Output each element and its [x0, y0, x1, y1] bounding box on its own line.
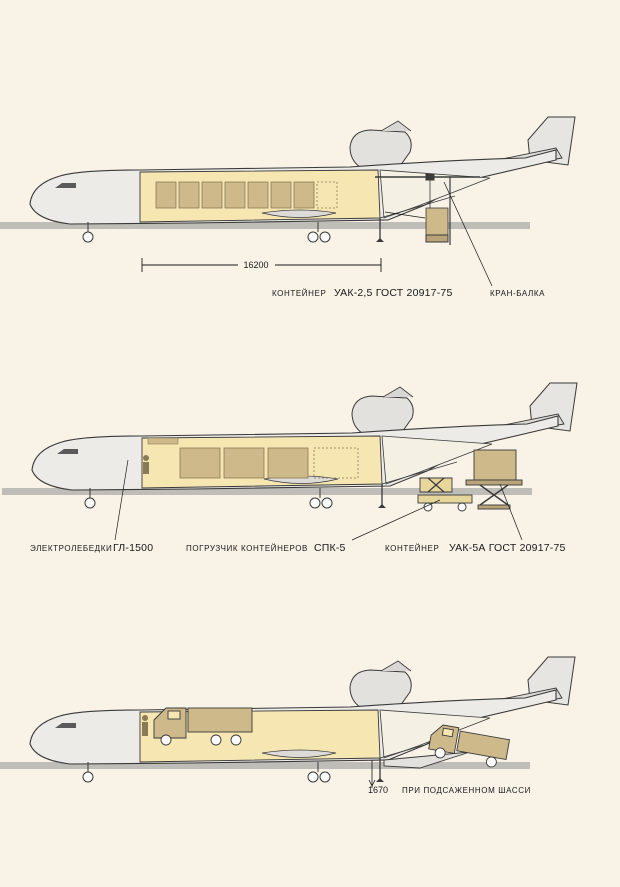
truck-inside — [153, 707, 253, 746]
container-2-label-main: УАК-5А ГОСТ 20917-75 — [449, 542, 566, 554]
dimension-label-1670: 1670 — [368, 785, 388, 795]
loader-label-prefix: ПОГРУЗЧИК КОНТЕЙНЕРОВ — [186, 544, 308, 553]
container — [201, 181, 223, 209]
container — [247, 181, 269, 209]
container — [267, 447, 309, 479]
leader-container-2 — [499, 483, 523, 541]
kneel-label: ПРИ ПОДСАЖЕННОМ ШАССИ — [402, 786, 531, 795]
container-1-label-main: УАК-2,5 ГОСТ 20917-75 — [334, 287, 453, 299]
aircraft-2 — [1, 382, 578, 509]
container — [224, 181, 246, 209]
crane-label: КРАН-БАЛКА — [490, 289, 545, 298]
winch-figure — [143, 455, 149, 474]
container-2-label-prefix: КОНТЕЙНЕР — [385, 544, 439, 553]
crane-beam — [375, 173, 480, 245]
containers-row-1 — [155, 181, 338, 209]
container — [293, 181, 315, 209]
leader-winch — [114, 459, 129, 541]
container-outline — [316, 181, 338, 209]
containers-row-2 — [179, 447, 359, 479]
leader-container-1 — [384, 211, 426, 219]
container — [223, 447, 265, 479]
leader-crane — [443, 181, 493, 287]
container — [155, 181, 177, 209]
winch-label-main: ГЛ-1500 — [113, 542, 153, 554]
dimension-label-16200: 16200 — [243, 260, 268, 270]
container-1-label-prefix: КОНТЕЙНЕР — [272, 289, 326, 298]
aircraft-1 — [0, 116, 576, 243]
container-outline — [313, 447, 359, 479]
diagram-loader-loading: ЭЛЕКТРОЛЕБЕДКИ ГЛ-1500 ПОГРУЗЧИК КОНТЕЙН… — [1, 382, 578, 554]
winch-figure-3 — [142, 715, 148, 736]
container — [179, 447, 221, 479]
winch-rail — [147, 437, 179, 445]
diagram-vehicle-loading: 1670 ПРИ ПОДСАЖЕННОМ ШАССИ — [0, 656, 576, 795]
container — [270, 181, 292, 209]
winch-label-prefix: ЭЛЕКТРОЛЕБЕДКИ — [30, 544, 112, 553]
dimension-line-1 — [141, 258, 382, 272]
container — [178, 181, 200, 209]
leader-loader — [351, 499, 441, 541]
diagram-crane-loading: 16200 КОНТЕЙНЕР УАК-2,5 ГОСТ 20917-75 КР… — [0, 116, 576, 299]
truck-on-ramp — [428, 724, 511, 768]
container-loader — [417, 449, 523, 512]
loader-label-main: СПК-5 — [314, 542, 346, 554]
dimension-line-3 — [368, 760, 376, 788]
